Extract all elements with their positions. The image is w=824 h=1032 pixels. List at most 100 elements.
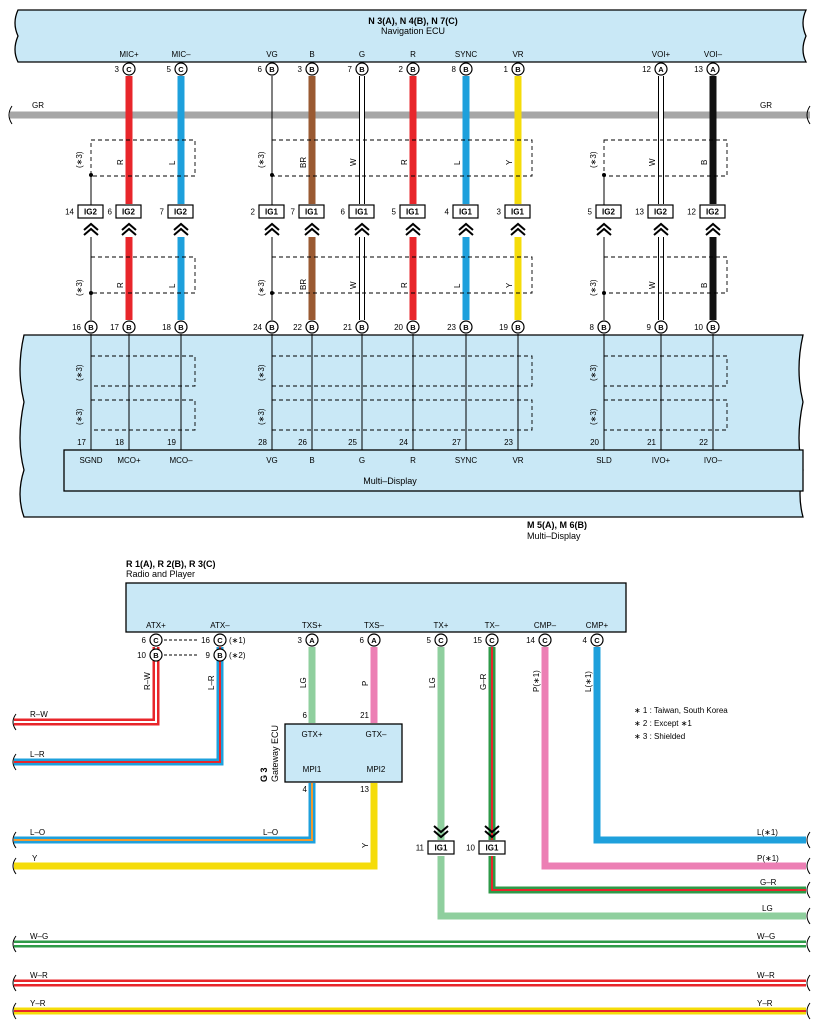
radio-note-2: (∗2) (229, 651, 246, 660)
pin-connector-letter: A (658, 65, 664, 74)
chevron-icon (458, 222, 474, 236)
ig-joint-pin: 6 (341, 208, 346, 217)
gateway-pin-label: MPI1 (303, 765, 322, 774)
multi-display-connectors: M 5(A), M 6(B) (527, 520, 587, 530)
radio-pin-number: 6 (360, 636, 365, 645)
upper-wires (90, 76, 717, 205)
lower-wire-color-labels: R L BR W R L Y W B (116, 279, 709, 290)
radio-name: Radio and Player (126, 569, 195, 579)
ig-joint-box (258, 204, 285, 219)
multi-display-top-pins: B 16 B 17 B 18 B 24 B 22 B 21 B 20 B 23 … (72, 320, 720, 334)
gr-wire-break-left (8, 105, 13, 125)
ig-joint-pin: 2 (251, 208, 256, 217)
radio-conn-letter: C (438, 636, 444, 645)
radio-pin-circles: C 6 B 10 C 16 (∗1) B 9 (∗2) A 3 A 6 C 5 … (137, 633, 604, 662)
wire-color-label: W (648, 158, 657, 166)
pin-circle (654, 62, 668, 76)
wire-color-label: W (648, 281, 657, 289)
note-2: ∗ 2 : Except ∗1 (634, 719, 692, 728)
ig-joint-pin: 3 (497, 208, 502, 217)
shield-box-6 (603, 256, 728, 294)
svg-text:B: B (178, 323, 184, 332)
shield-label: (∗3) (257, 364, 266, 381)
wire-color-label: W (349, 281, 358, 289)
md-bottom-pin: 22 (699, 438, 708, 447)
md-top-pin: 23 (447, 323, 456, 332)
chevron-icon (405, 222, 421, 236)
radio-pin-number: 3 (298, 636, 303, 645)
gateway-name: Gateway ECU (270, 725, 280, 782)
pin-circle (265, 62, 279, 76)
radio-pin-label: TXS– (364, 621, 385, 630)
ig-joint-pin: 4 (445, 208, 450, 217)
radio-pin-label: TXS+ (302, 621, 323, 630)
md-top-pin: 10 (694, 323, 703, 332)
md-top-pin: 21 (343, 323, 352, 332)
md-top-pin: 8 (590, 323, 595, 332)
wire-label: W–G (757, 932, 775, 941)
svg-text:B: B (601, 323, 607, 332)
lower-wire-labels: R–W L–R L–O L–O Y Y L(∗1) P(∗1) G–R LG W… (30, 710, 779, 1008)
svg-text:B: B (153, 651, 159, 660)
pin-number: 3 (115, 65, 120, 74)
lower-ig-joints: IG1 11 IG1 10 (416, 825, 506, 855)
ig-joint-pin: 7 (291, 208, 296, 217)
shield-box-5 (271, 256, 533, 294)
md-top-pin: 20 (394, 323, 403, 332)
radio-conn-letter: C (594, 636, 600, 645)
multi-display-internal-shields: (∗3) (∗3) (∗3) (∗3) (∗3) (∗3) (75, 355, 728, 431)
md-terminal-label: B (309, 456, 314, 465)
footnotes: ∗ 1 : Taiwan, South Korea ∗ 2 : Except ∗… (634, 706, 728, 741)
wire-color-label: L(∗1) (584, 671, 593, 692)
md-terminal-label: G (359, 456, 365, 465)
radio-wire-labels: R–W L–R LG P LG G–R P(∗1) L(∗1) (143, 670, 593, 692)
radio-conn-letter: A (371, 636, 377, 645)
gr-wire-break-right (806, 105, 811, 125)
nav-pin-label-vg: VG (266, 50, 278, 59)
ig-joint-box (399, 204, 426, 219)
pin-connector-letter: B (463, 65, 469, 74)
wire-label: Y–R (757, 999, 773, 1008)
pin-circle (122, 62, 136, 76)
radio-pin-label: ATX– (210, 621, 230, 630)
internal-shield (90, 355, 196, 387)
svg-text:B: B (269, 323, 275, 332)
wire-color-label: R (400, 282, 409, 288)
ig-joint-name: IG1 (265, 208, 278, 217)
md-bottom-pin: 18 (115, 438, 124, 447)
ig-joint-box (115, 204, 142, 219)
wire-color-label: L (168, 160, 177, 165)
ig-joint-name: IG1 (459, 208, 472, 217)
ig-joint-name: IG2 (174, 208, 187, 217)
shield-label: (∗3) (257, 408, 266, 425)
lower-shields: (∗3) (∗3) (∗3) (75, 256, 728, 296)
ig-joint-pin: 7 (160, 208, 165, 217)
shield-dot-6 (602, 291, 606, 295)
wire-l-r-stripe (14, 647, 221, 763)
radio-pin-label: CMP– (534, 621, 557, 630)
gateway-pin-label: GTX+ (301, 730, 322, 739)
wire-color-label: L (453, 283, 462, 288)
ig-joint-pin: 13 (635, 208, 644, 217)
md-bottom-pin: 21 (647, 438, 656, 447)
md-top-pin: 18 (162, 323, 171, 332)
gr-label-right: GR (760, 101, 772, 110)
ig-joint-box (478, 840, 506, 855)
ig-joint-pin: 6 (108, 208, 113, 217)
multi-display-inner-box (63, 449, 804, 492)
wire-color-label: R–W (143, 672, 152, 690)
nav-pin-label-mic-minus: MIC– (171, 50, 191, 59)
md-bottom-pin: 20 (590, 438, 599, 447)
pin-circle (511, 62, 525, 76)
ig-joint-box (647, 204, 674, 219)
gateway-pin-label: MPI2 (367, 765, 386, 774)
md-terminal-label: MCO– (169, 456, 193, 465)
md-bottom-pin: 23 (504, 438, 513, 447)
radio-conn-letter: C (542, 636, 548, 645)
ig-joint-box (427, 840, 455, 855)
md-bottom-pin: 17 (77, 438, 86, 447)
wire-color-label: Y (505, 159, 514, 165)
shield-dot-1 (89, 173, 93, 177)
md-top-pin: 22 (293, 323, 302, 332)
